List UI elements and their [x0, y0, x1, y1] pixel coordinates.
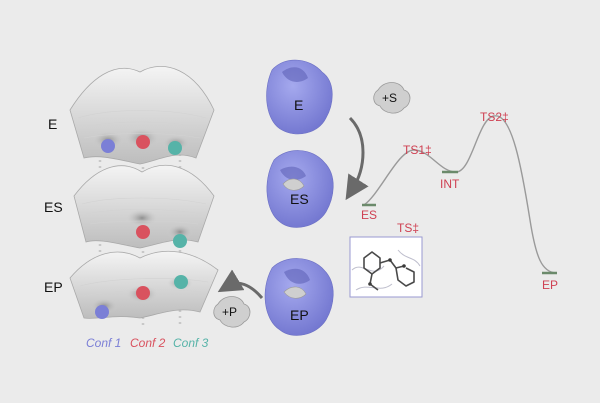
conf3-ball-e: [168, 141, 182, 155]
catalytic-cycle: E ES EP +S +P: [213, 59, 411, 336]
conformation-markers: [95, 135, 188, 319]
conf2-label: Conf 2: [130, 336, 166, 350]
conf2-ball-e: [136, 135, 150, 149]
landscape-row-label-es: ES: [44, 199, 63, 215]
substrate-blob: +S: [373, 82, 411, 114]
reaction-curve: [363, 115, 557, 274]
enzyme-blob-ep: EP: [264, 258, 334, 336]
conf2-ball-ep: [136, 286, 150, 300]
substrate-label: +S: [382, 91, 397, 105]
conf1-label: Conf 1: [86, 336, 121, 350]
conf1-ball-ep: [95, 305, 109, 319]
conf1-ball-e: [101, 139, 115, 153]
enzyme-blob-e: E: [266, 59, 333, 135]
landscape-surface-es: [73, 164, 215, 249]
conf3-ball-ep: [174, 275, 188, 289]
landscape-stack: E ES EP Conf 1 Conf 2 Conf 3: [44, 65, 219, 350]
conf3-ball-es: [173, 234, 187, 248]
landscape-surface-ep: [69, 250, 219, 319]
conf2-ball-es: [136, 225, 150, 239]
enzyme-label-e: E: [294, 97, 303, 113]
enzyme-label-es: ES: [290, 191, 309, 207]
inset-label: TS‡: [397, 221, 419, 235]
enzyme-blob-es: ES: [266, 150, 334, 228]
binding-arrow: [345, 116, 369, 201]
state-label-ts2: TS2‡: [480, 110, 509, 124]
product-blob: +P: [213, 296, 251, 328]
state-label-int: INT: [440, 177, 460, 191]
state-label-es: ES: [361, 208, 377, 222]
release-arrow: [217, 269, 264, 299]
conf3-label: Conf 3: [173, 336, 209, 350]
state-label-ep: EP: [542, 278, 558, 292]
landscape-surface-e: [69, 65, 215, 165]
energy-profile: ES TS1‡ INT TS2‡ EP TS‡: [349, 110, 558, 298]
landscape-row-label-ep: EP: [44, 279, 63, 295]
landscape-row-label-e: E: [48, 116, 57, 132]
product-label: +P: [222, 305, 237, 319]
state-label-ts1: TS1‡: [403, 143, 432, 157]
ts-structure-inset: TS‡: [349, 221, 423, 298]
enzyme-label-ep: EP: [290, 307, 309, 323]
